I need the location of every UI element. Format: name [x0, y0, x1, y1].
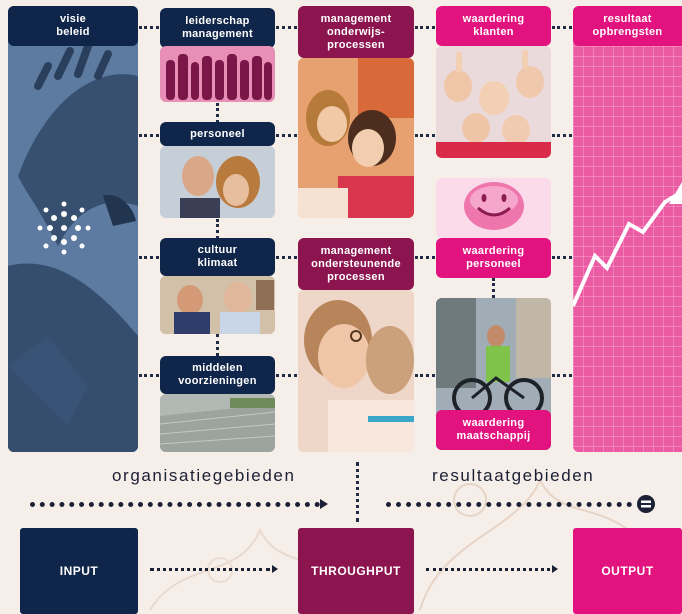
connector [276, 256, 297, 259]
waardering-maatschappij-label: waardering maatschappij [436, 410, 551, 450]
personeel-label: personeel [160, 122, 275, 146]
personeel-photo [160, 146, 275, 218]
connector [552, 134, 572, 137]
waardering-klanten-label: waardering klanten [436, 6, 551, 46]
management-onderwijsprocessen-label: management onderwijs- processen [298, 6, 414, 58]
cultuur-photo [160, 276, 275, 334]
connector [276, 374, 297, 377]
equals-icon [637, 495, 655, 513]
connector [415, 374, 435, 377]
leiderschap-photo [160, 46, 275, 102]
connector [216, 103, 219, 123]
smiley-photo [436, 178, 551, 238]
connector [139, 134, 159, 137]
throughput-arrow-line [426, 568, 550, 571]
connector [492, 278, 495, 298]
throughput-box: THROUGHPUT [298, 528, 414, 614]
resultaatgebieden-title: resultaatgebieden [432, 466, 595, 485]
onderwijs-photo [298, 58, 414, 218]
eagle-image [8, 6, 138, 452]
cultuur-klimaat-label: cultuur klimaat [160, 238, 275, 276]
klanten-photo [436, 46, 551, 158]
connector [216, 334, 219, 356]
connector [415, 256, 435, 259]
middelen-photo [160, 394, 275, 452]
connector [415, 134, 435, 137]
star-dots-icon [37, 201, 91, 255]
input-arrowhead-icon [272, 565, 278, 573]
resultaat-arrow-line [386, 502, 632, 507]
connector [139, 26, 159, 29]
section-divider [356, 462, 359, 522]
resultaat-opbrengsten-label: resultaat opbrengsten [573, 6, 682, 46]
leiderschap-management-label: leiderschap management [160, 8, 275, 48]
visie-panel [8, 6, 138, 452]
connector [139, 374, 159, 377]
connector [552, 374, 572, 377]
input-arrow-line [150, 568, 270, 571]
resultaat-panel [573, 6, 682, 452]
connector [415, 26, 435, 29]
organisatie-arrowhead-icon [320, 499, 328, 509]
middelen-voorzieningen-label: middelen voorzieningen [160, 356, 275, 394]
output-box: OUTPUT [573, 528, 682, 614]
connector [276, 26, 297, 29]
connector [276, 134, 297, 137]
throughput-arrowhead-icon [552, 565, 558, 573]
input-box: INPUT [20, 528, 138, 614]
organisatiegebieden-title: organisatiegebieden [112, 466, 296, 485]
ondersteunende-photo [298, 290, 414, 452]
visie-beleid-label: visie beleid [8, 6, 138, 46]
organisatie-arrow-line [30, 502, 320, 507]
connector [139, 256, 159, 259]
waardering-personeel-label: waardering personeel [436, 238, 551, 278]
connector [552, 26, 572, 29]
connector [552, 256, 572, 259]
connector [216, 219, 219, 239]
growth-arrow-icon [573, 6, 682, 452]
smiley-icon [436, 178, 551, 238]
management-ondersteunende-processen-label: management ondersteunende processen [298, 238, 414, 290]
